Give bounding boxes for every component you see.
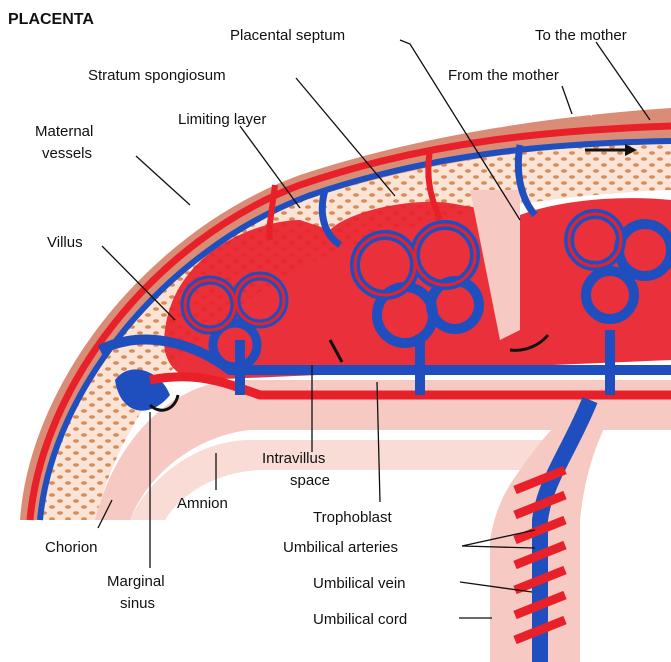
label-marginal-sinus-line2: sinus [120,595,155,612]
label-to-the-mother: To the mother [535,27,627,44]
label-maternal-vessels-line2: vessels [42,145,92,162]
label-placental-septum: Placental septum [230,27,345,44]
label-intravillus-line2: space [290,472,330,489]
flow-arrow-head-from-mother [580,104,592,116]
leader-from-the-mother [562,86,572,114]
label-stratum-spongiosum: Stratum spongiosum [88,67,226,84]
diagram-title: PLACENTA [8,11,94,28]
label-chorion: Chorion [45,539,98,556]
label-intravillus-line1: Intravillus [262,450,325,467]
label-umbilical-vein: Umbilical vein [313,575,406,592]
label-maternal-vessels-line1: Maternal [35,123,93,140]
label-marginal-sinus-line1: Marginal [107,573,165,590]
leader-to-the-mother [596,42,650,120]
label-umbilical-arteries: Umbilical arteries [283,539,398,556]
leader-maternal-vessels [136,156,190,205]
label-limiting-layer: Limiting layer [178,111,266,128]
label-villus: Villus [47,234,83,251]
label-from-the-mother: From the mother [448,67,559,84]
label-amnion: Amnion [177,495,228,512]
label-trophoblast: Trophoblast [313,509,392,526]
label-umbilical-cord: Umbilical cord [313,611,407,628]
